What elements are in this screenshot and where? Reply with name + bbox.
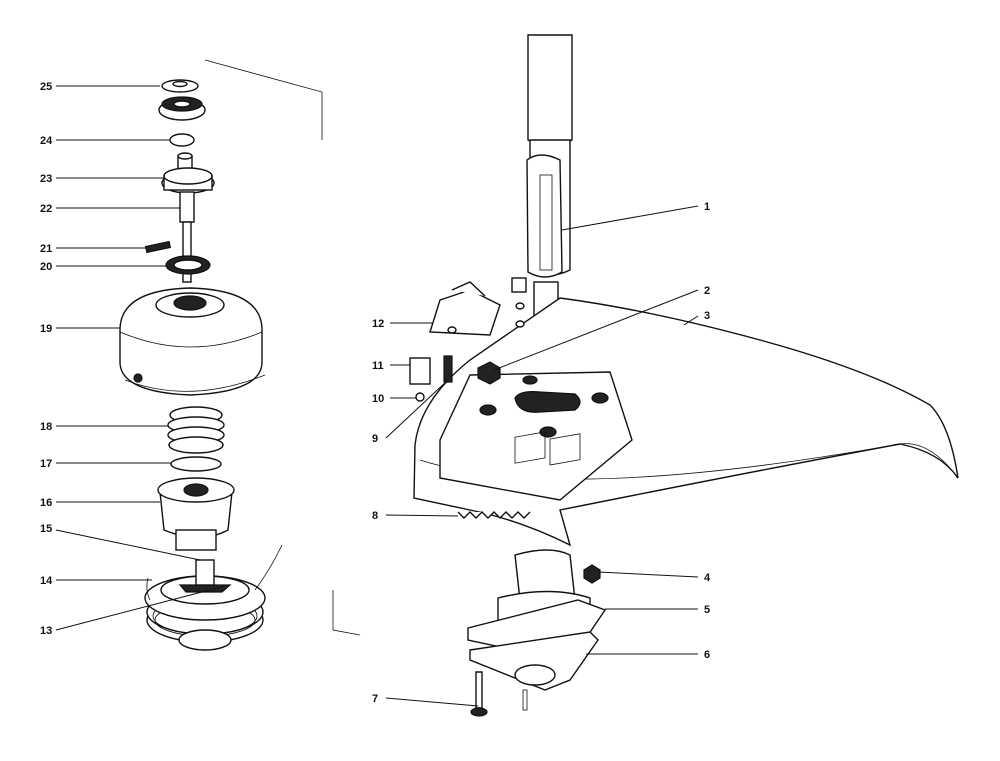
screw-9 — [443, 355, 453, 383]
callout-5: 5 — [704, 604, 710, 616]
washer-17 — [170, 456, 222, 472]
callout-21: 21 — [40, 243, 52, 255]
screw-10 — [415, 392, 425, 402]
bracket-12 — [429, 289, 501, 336]
screw-7 — [470, 671, 488, 717]
callout-19: 19 — [40, 323, 52, 335]
guard-assembly: 1 2 3 4 5 6 7 8 9 10 11 12 — [372, 34, 959, 717]
callout-3: 3 — [704, 310, 710, 322]
callout-9: 9 — [372, 433, 378, 445]
hub-16 — [157, 477, 235, 551]
callout-4: 4 — [704, 572, 711, 584]
callout-8: 8 — [372, 510, 378, 522]
callout-12: 12 — [372, 318, 384, 330]
callout-7: 7 — [372, 693, 378, 705]
spring-18 — [167, 406, 225, 454]
callout-18: 18 — [40, 421, 52, 433]
spool-13 — [144, 544, 283, 651]
callout-24: 24 — [40, 135, 53, 147]
callout-1: 1 — [704, 201, 710, 213]
callout-6: 6 — [704, 649, 710, 661]
clip-11 — [409, 357, 431, 385]
drive-tube — [527, 34, 573, 147]
callout-20: 20 — [40, 261, 52, 273]
retaining-ring-24 — [169, 133, 195, 147]
cover-19 — [119, 287, 266, 396]
shaft-22 — [179, 191, 195, 223]
nut-2 — [477, 361, 501, 385]
spool-head-assembly: 25 24 23 22 21 20 19 18 17 16 15 14 13 — [40, 59, 361, 651]
callout-17: 17 — [40, 458, 52, 470]
callout-14: 14 — [40, 575, 53, 587]
callout-11: 11 — [372, 360, 384, 372]
callout-2: 2 — [704, 285, 710, 297]
bracket-6 — [469, 631, 599, 691]
callout-23: 23 — [40, 173, 52, 185]
callout-10: 10 — [372, 393, 384, 405]
callout-13: 13 — [40, 625, 52, 637]
nut-4 — [583, 564, 601, 584]
pin-21 — [144, 240, 172, 254]
callout-16: 16 — [40, 497, 52, 509]
callout-25: 25 — [40, 81, 52, 93]
guard-3 — [413, 297, 959, 547]
callout-15: 15 — [40, 523, 52, 535]
shaft-clamp-1 — [526, 154, 563, 278]
spring-8 — [457, 431, 581, 519]
callout-22: 22 — [40, 203, 52, 215]
bolt — [511, 277, 527, 293]
